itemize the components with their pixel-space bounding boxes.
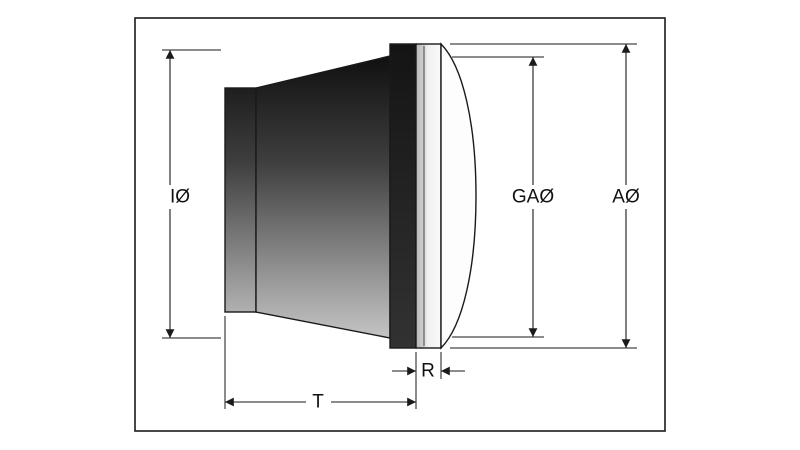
headlight-body xyxy=(224,42,477,350)
label-bg-housing-diameter xyxy=(508,185,558,209)
chrome-ring xyxy=(415,43,442,349)
label-bg-inner-diameter xyxy=(164,185,197,209)
headlight-cone xyxy=(255,55,391,339)
dim-label-outer-diameter: AØ xyxy=(612,187,640,208)
glass-lens xyxy=(440,42,477,350)
dim-label-ring-width: R xyxy=(421,361,435,382)
label-bg-ring-width xyxy=(417,359,439,383)
dimension-ring-width xyxy=(392,352,465,379)
dimension-labels: IØ GAØ AØ T R xyxy=(164,185,645,414)
housing-front-rim xyxy=(389,43,417,349)
headlight-back-cylinder xyxy=(224,87,257,313)
dim-label-depth: T xyxy=(312,392,324,413)
label-bg-outer-diameter xyxy=(608,185,645,209)
dim-label-inner-diameter: IØ xyxy=(170,187,190,208)
dim-label-housing-diameter: GAØ xyxy=(512,187,554,208)
label-bg-depth xyxy=(306,390,331,414)
